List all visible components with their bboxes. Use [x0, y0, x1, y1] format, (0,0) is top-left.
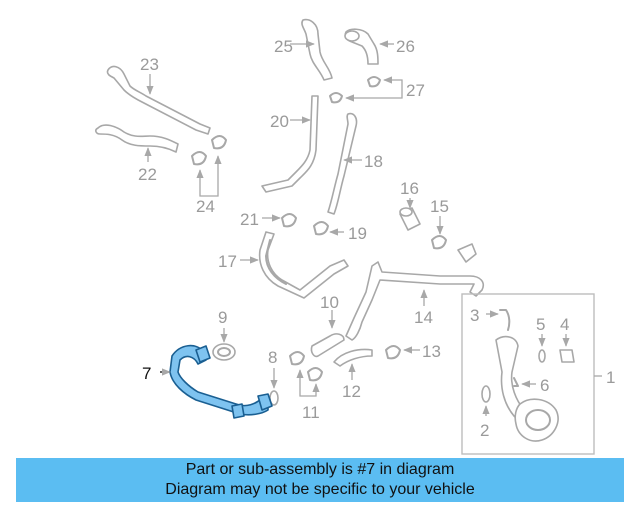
callout-10: 10: [320, 293, 339, 312]
leader-27b: [345, 90, 403, 102]
part-12-hose[interactable]: [333, 348, 373, 367]
leader-24b: [208, 155, 222, 197]
part-3-hose[interactable]: [499, 309, 511, 331]
callout-24: 24: [196, 197, 215, 216]
part-26-elbow[interactable]: [344, 28, 379, 65]
part-27-clamps[interactable]: [329, 76, 381, 104]
leader-11a: [296, 369, 310, 397]
part-21-clamp[interactable]: [281, 213, 297, 228]
part-10-hose[interactable]: [310, 333, 345, 358]
info-banner: Part or sub-assembly is #7 in diagram Di…: [16, 458, 624, 502]
part-20-pipe[interactable]: [261, 95, 319, 193]
leader-27a: [383, 76, 403, 90]
part-1-assembly-box[interactable]: [461, 293, 595, 455]
callout-15: 15: [430, 197, 449, 216]
callout-8: 8: [268, 348, 277, 367]
callout-2: 2: [480, 421, 489, 440]
callout-21: 21: [240, 210, 259, 229]
part-16-connector[interactable]: [399, 207, 421, 231]
callout-14: 14: [414, 308, 433, 327]
callout-18: 18: [364, 152, 383, 171]
banner-line-part: Part or sub-assembly is #7 in diagram: [185, 461, 455, 478]
callout-25: 25: [274, 37, 293, 56]
part-13-clamp[interactable]: [385, 345, 401, 360]
part-15-clamp[interactable]: [431, 235, 447, 250]
part-17-pipe[interactable]: [258, 231, 349, 299]
callout-23: 23: [140, 55, 159, 74]
callout-26: 26: [396, 37, 415, 56]
callout-17: 17: [218, 252, 237, 271]
banner-line-disclaimer: Diagram may not be specific to your vehi…: [165, 481, 475, 498]
callout-12: 12: [342, 382, 361, 401]
callout-5: 5: [536, 315, 545, 334]
callout-13: 13: [422, 342, 441, 361]
callout-9: 9: [218, 308, 227, 327]
callout-7: 7: [142, 364, 151, 383]
leader-11b: [310, 383, 320, 397]
part-23-pipe[interactable]: [106, 65, 211, 135]
part-6-clip[interactable]: [513, 377, 519, 387]
callout-4: 4: [560, 315, 569, 334]
callout-6: 6: [540, 376, 549, 395]
part-7-coolant-pipe[interactable]: [169, 344, 273, 419]
part-19-clamp[interactable]: [313, 221, 329, 236]
part-11-clamps[interactable]: [289, 351, 323, 382]
callout-19: 19: [348, 224, 367, 243]
part-14-pipe[interactable]: [345, 243, 485, 341]
callout-11: 11: [302, 403, 320, 422]
part-24-clamps[interactable]: [191, 135, 227, 166]
part-22-hose[interactable]: [95, 124, 179, 153]
part-18-hose[interactable]: [327, 112, 358, 215]
part-1-pump-assembly[interactable]: [495, 335, 559, 442]
part-5-oring[interactable]: [538, 349, 546, 363]
part-25-hose[interactable]: [301, 18, 333, 81]
callout-3: 3: [470, 306, 479, 325]
callout-1: 1: [606, 368, 615, 387]
part-2-oring[interactable]: [481, 385, 491, 403]
leader-24a: [196, 169, 208, 197]
callout-22: 22: [138, 165, 157, 184]
part-9-gasket[interactable]: [212, 343, 236, 361]
callout-20: 20: [270, 112, 289, 131]
part-4-sensor[interactable]: [559, 349, 575, 363]
callout-16: 16: [400, 179, 419, 198]
callout-27: 27: [406, 81, 425, 100]
